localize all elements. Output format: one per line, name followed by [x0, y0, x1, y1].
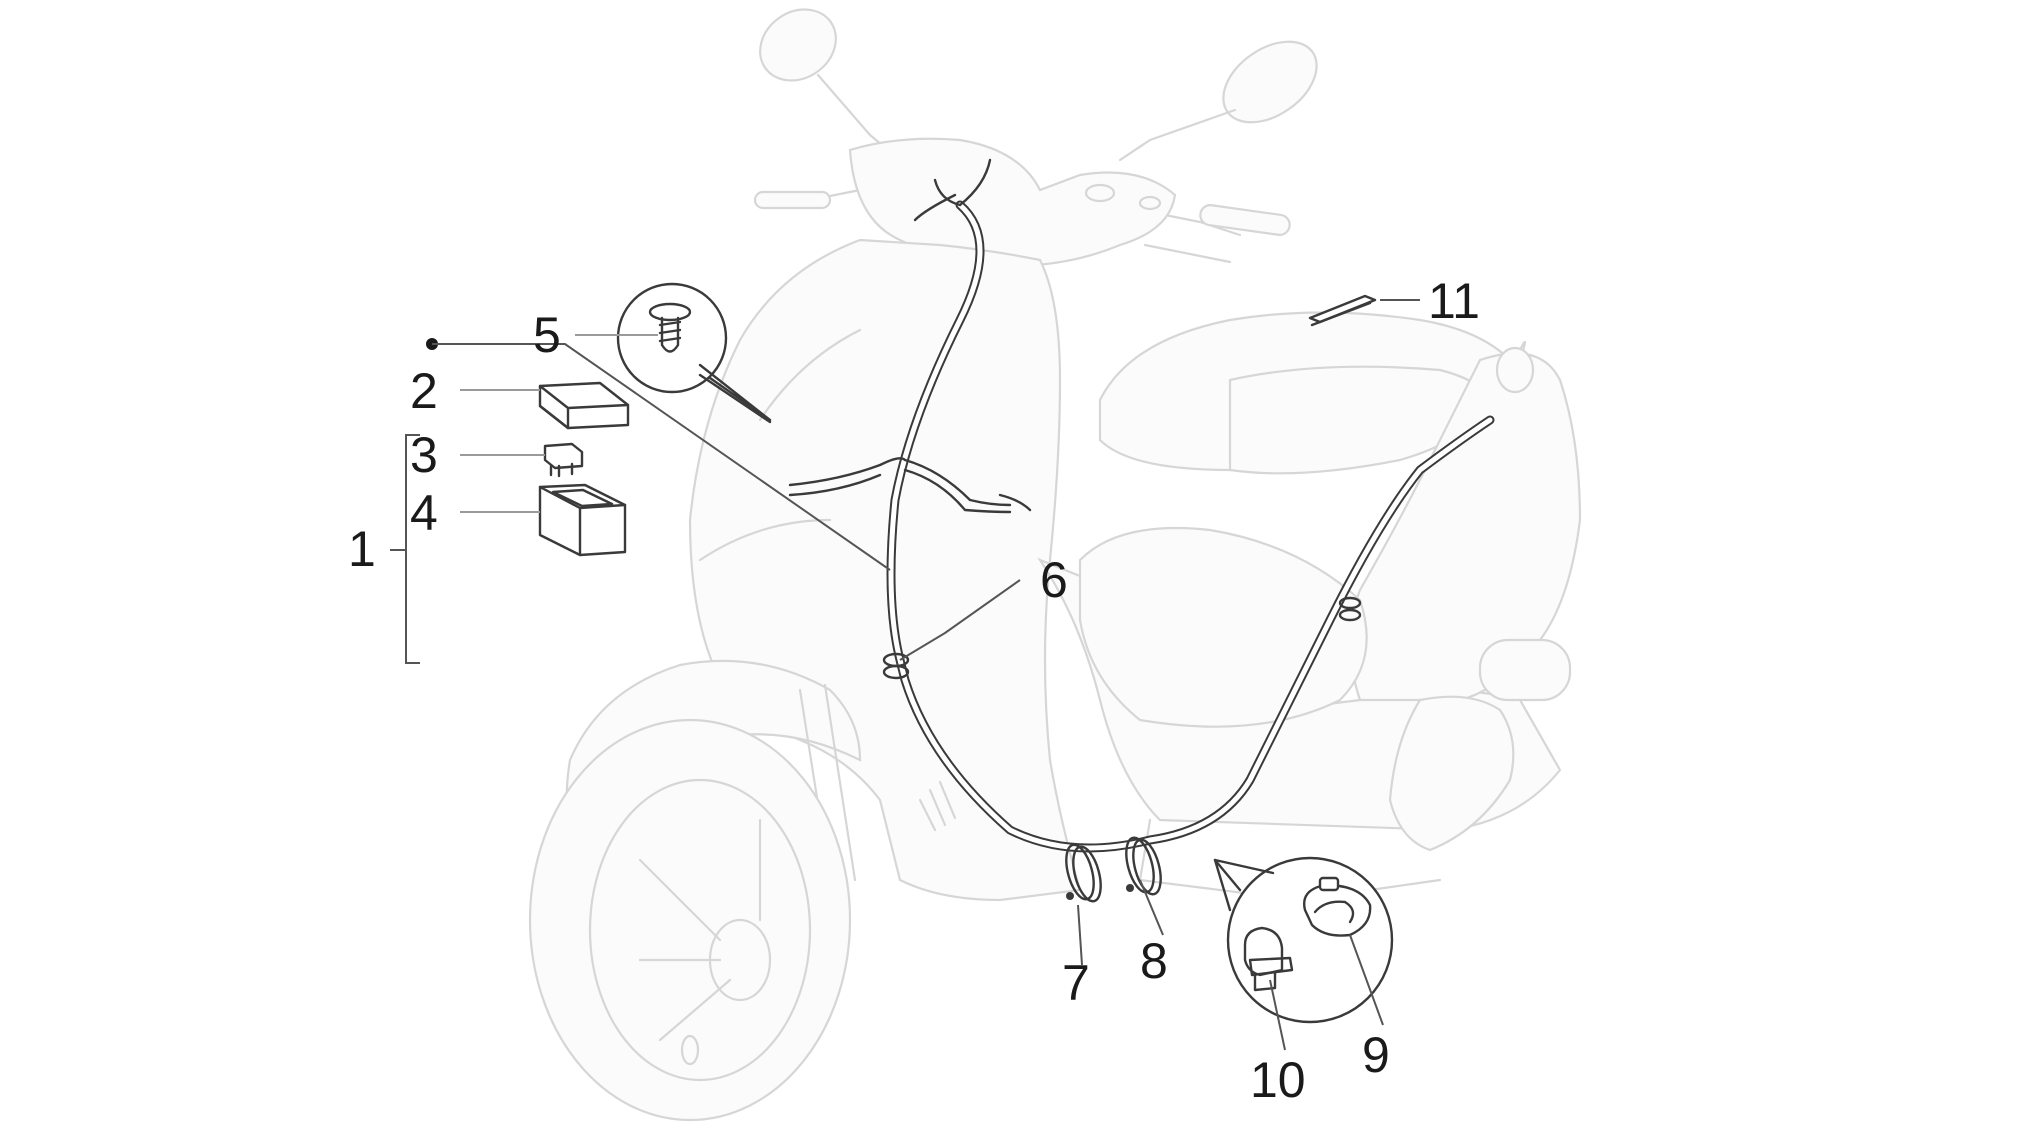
leader-lines — [460, 299, 1420, 1051]
callout-6: 6 — [1040, 552, 1068, 608]
callout-4: 4 — [410, 485, 438, 541]
callout-1: 1 — [348, 521, 376, 577]
cable-guide-icon — [1308, 294, 1377, 327]
callout-9: 9 — [1362, 1027, 1390, 1083]
fuse-icon — [543, 442, 584, 478]
scooter-outline-icon — [528, 8, 1582, 1122]
screw-icon — [616, 282, 772, 424]
callout-5: 5 — [533, 307, 561, 363]
callout-7: 7 — [1062, 955, 1090, 1011]
callout-10: 10 — [1250, 1052, 1306, 1108]
cable-tie-icon — [1065, 836, 1162, 903]
callout-2: 2 — [410, 363, 438, 419]
fuse-holder-icon — [538, 381, 630, 430]
battery-icon — [538, 483, 627, 557]
wiring-harness-icon — [788, 158, 1495, 853]
callout-3: 3 — [410, 427, 438, 483]
callout-8: 8 — [1140, 933, 1168, 989]
cable-clip-icon — [1213, 856, 1394, 1024]
callout-11: 11 — [1428, 273, 1480, 329]
